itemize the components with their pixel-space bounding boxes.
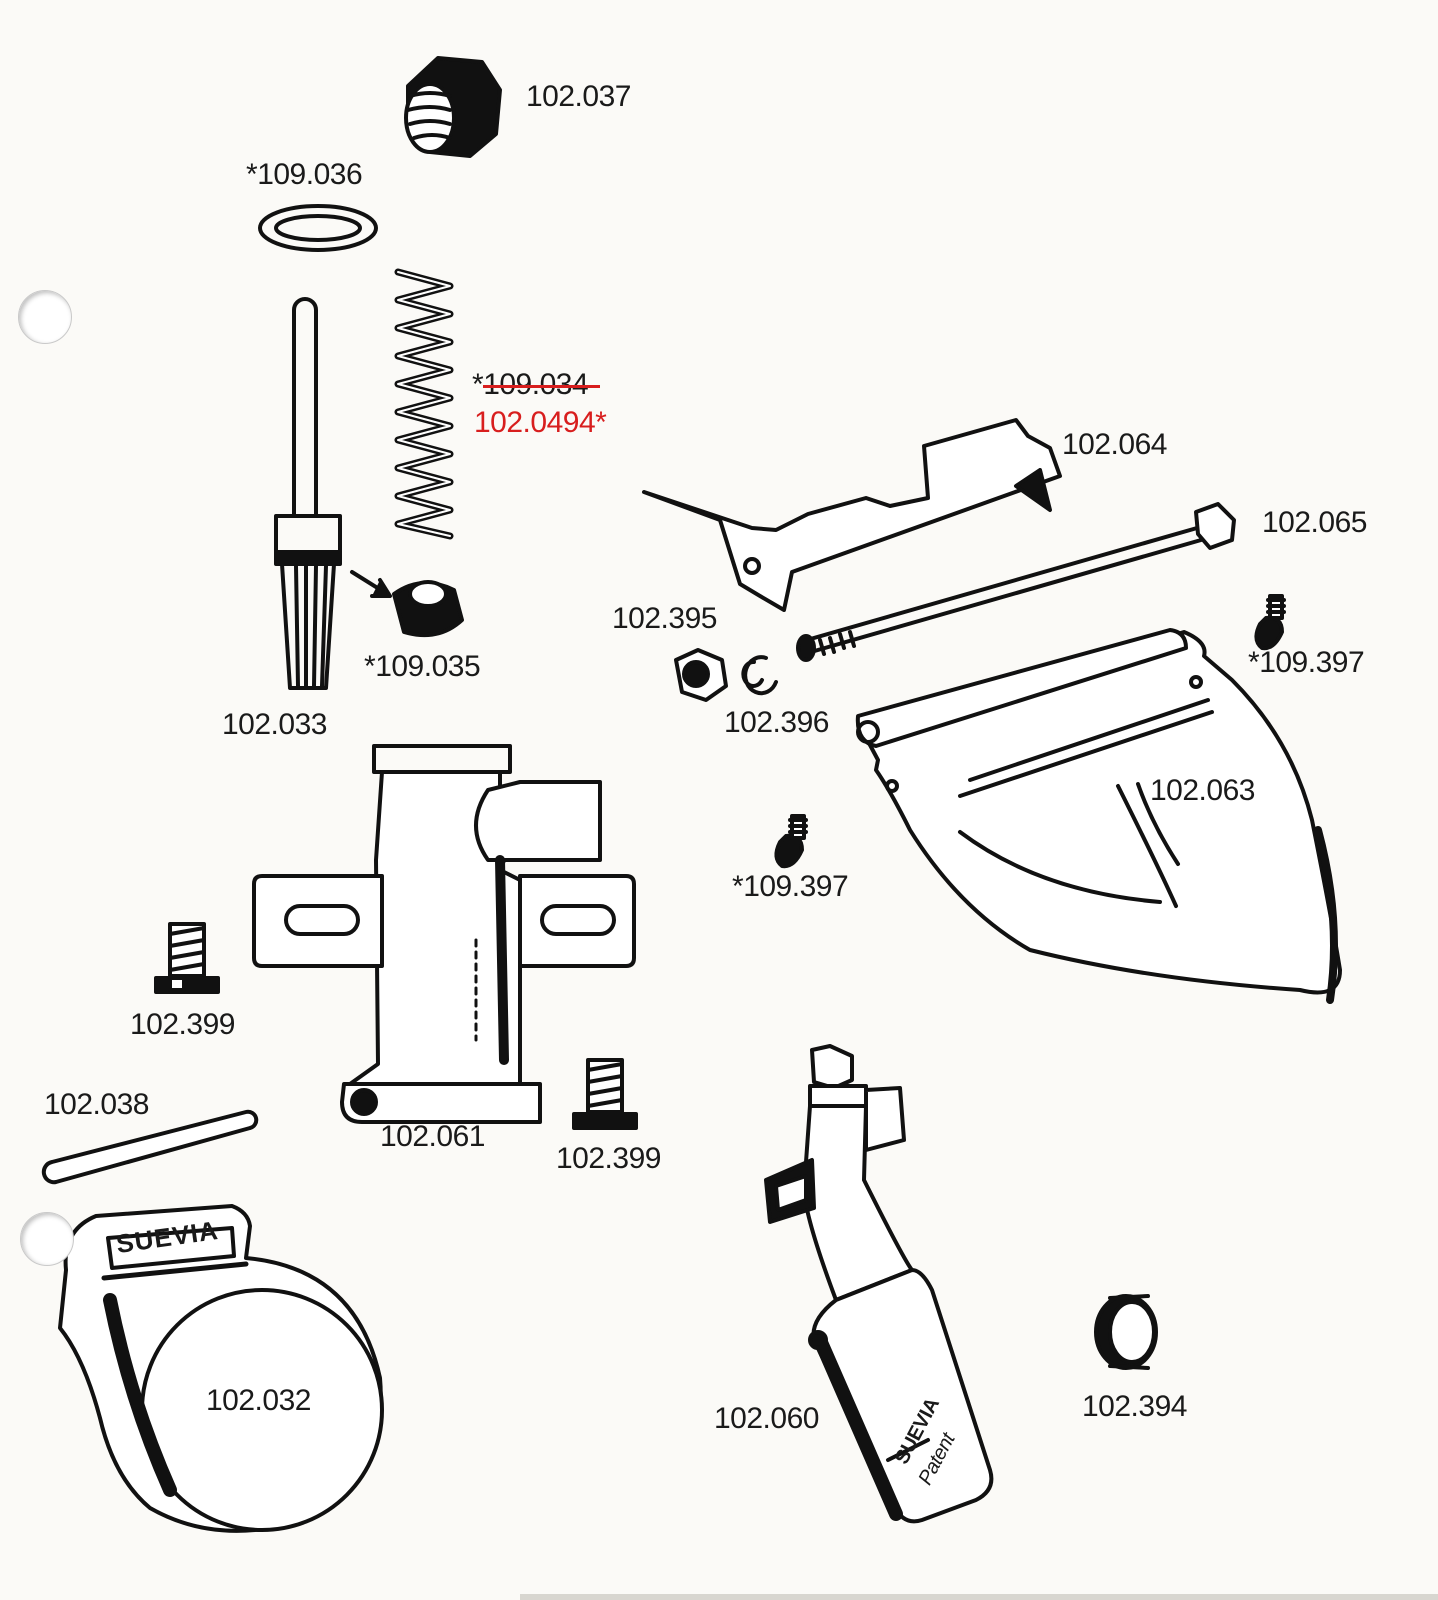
rod-102-065: [796, 502, 1236, 662]
part-label-102-065: 102.065: [1262, 506, 1367, 539]
part-label-109-036: *109.036: [246, 158, 363, 192]
part-label-109-397-b: *109.397: [732, 870, 849, 904]
flap-102-063: [855, 628, 1342, 1004]
part-label-102-033: 102.033: [222, 708, 327, 741]
part-label-102-032: 102.032: [206, 1384, 311, 1417]
asterisk: *: [732, 870, 744, 903]
bracket-102-064: [642, 418, 1062, 612]
asterisk: *: [472, 368, 484, 401]
part-label-109-035: *109.035: [364, 650, 481, 684]
pin-102-033: [274, 297, 342, 690]
part-label-102-038: 102.038: [44, 1088, 149, 1121]
asterisk: *: [246, 158, 258, 191]
cover-102-032: [58, 1204, 384, 1533]
part-label-102-061: 102.061: [380, 1120, 485, 1153]
pin-102-038: [41, 1109, 259, 1185]
part-number: 109.035: [375, 650, 481, 683]
cap-102-394: [1094, 1294, 1158, 1370]
screw-109-397-b: [774, 814, 808, 869]
page-bottom-edge: [520, 1594, 1438, 1600]
part-number: 109.036: [257, 158, 363, 191]
part-label-102-395: 102.395: [612, 602, 717, 635]
plug-102-037: [404, 56, 502, 158]
part-label-102-037: 102.037: [526, 80, 631, 113]
part-label-102-064: 102.064: [1062, 428, 1167, 461]
housing-102-061: [252, 744, 636, 1124]
screw-102-399-b: [572, 1058, 638, 1130]
part-number: 109.397: [1259, 646, 1365, 679]
part-label-102-060: 102.060: [714, 1402, 819, 1435]
part-label-109-397-a: *109.397: [1248, 646, 1365, 680]
superseded-part-number: 109.034: [483, 368, 589, 401]
binder-hole-bottom: [20, 1212, 74, 1266]
asterisk: *: [364, 650, 376, 683]
valve-102-060: [764, 1044, 994, 1524]
part-number: 109.397: [743, 870, 849, 903]
part-label-102-396: 102.396: [724, 706, 829, 739]
part-label-109-034: *109.034: [472, 368, 589, 402]
grommet-109-035: [392, 580, 464, 638]
part-label-102-0494: 102.0494*: [474, 406, 607, 439]
part-label-102-399-a: 102.399: [130, 1008, 235, 1041]
binder-hole-top: [18, 290, 72, 344]
clip-102-396: [741, 655, 778, 696]
asterisk: *: [1248, 646, 1260, 679]
part-label-102-394: 102.394: [1082, 1390, 1187, 1423]
screw-109-397-a: [1254, 594, 1286, 651]
washer-109-036: [258, 204, 378, 252]
part-label-102-063: 102.063: [1150, 774, 1255, 807]
part-label-102-399-b: 102.399: [556, 1142, 661, 1175]
screw-102-399-a: [154, 922, 220, 994]
